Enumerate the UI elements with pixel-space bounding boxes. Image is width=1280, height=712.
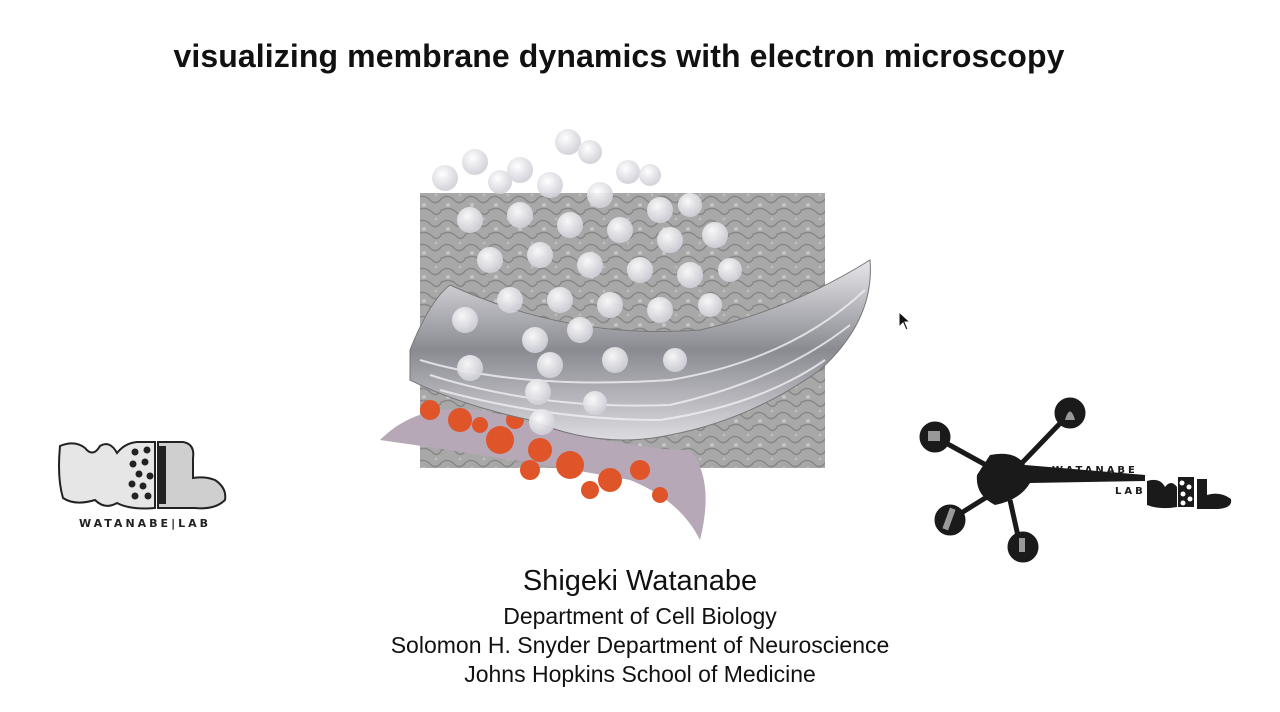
membrane-em-illustration bbox=[380, 129, 871, 540]
watanabe-lab-logo-right: WATANABE LAB bbox=[919, 397, 1232, 563]
logo-right-text-line2: LAB bbox=[1115, 486, 1146, 497]
author-name: Shigeki Watanabe bbox=[522, 565, 758, 597]
slide-title: visualizing membrane dynamics with elect… bbox=[173, 38, 1065, 74]
mouse-cursor-icon bbox=[898, 311, 912, 331]
affiliation-institution: Johns Hopkins School of Medicine bbox=[464, 661, 816, 687]
affiliation-neuroscience: Solomon H. Snyder Department of Neurosci… bbox=[390, 632, 890, 658]
affiliation-department: Department of Cell Biology bbox=[503, 603, 777, 629]
logo-right-text-line1: WATANABE bbox=[1052, 465, 1138, 476]
logo-left-text: WATANABE|LAB bbox=[79, 517, 211, 530]
watanabe-lab-logo-left: WATANABE|LAB bbox=[58, 441, 227, 530]
synaptic-vesicles bbox=[432, 129, 742, 435]
presynaptic-membrane-red bbox=[380, 400, 706, 540]
